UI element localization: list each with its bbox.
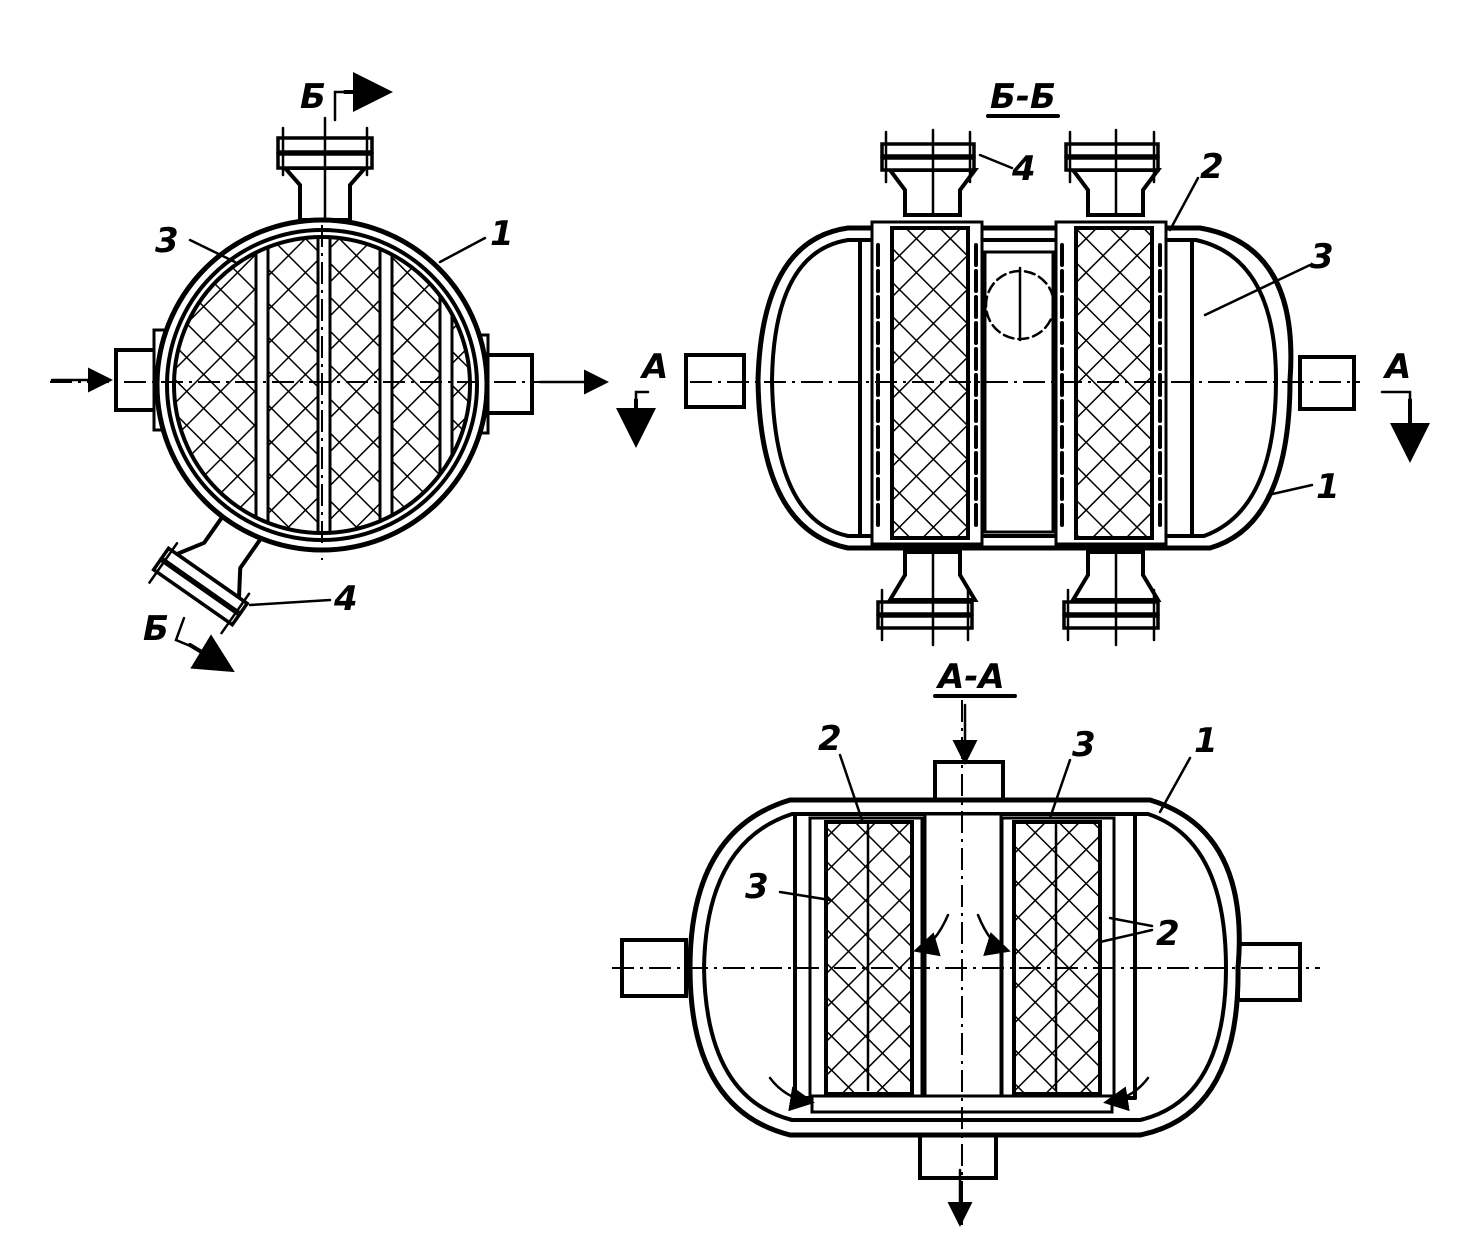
bb-label-3: 3 <box>1310 237 1334 277</box>
front-label-4: 4 <box>333 579 358 619</box>
aa-label-1: 1 <box>1194 721 1218 761</box>
section-aa-title: А-А <box>935 657 1005 697</box>
section-aa: А-А <box>612 657 1320 1227</box>
aa-label-2: 2 <box>818 719 842 759</box>
front-label-3: 3 <box>155 221 179 261</box>
aa-right-nozzle <box>1236 942 1302 1002</box>
bb-bottom-nozzles <box>876 546 1162 647</box>
aa-label-2-right: 2 <box>1156 914 1180 954</box>
cut-mark-a-left: А <box>639 347 668 387</box>
aa-label-3-top: 3 <box>1072 725 1096 765</box>
aa-label-3-left: 3 <box>745 867 769 907</box>
bb-label-4: 4 <box>1011 149 1036 189</box>
section-bb: Б-Б <box>616 77 1430 647</box>
front-label-1: 1 <box>490 214 514 254</box>
cut-mark-b-top: Б <box>300 77 326 117</box>
bb-top-nozzles <box>880 128 1162 217</box>
cut-mark-a-right: А <box>1382 347 1411 387</box>
cut-mark-b-bottom: Б <box>143 609 169 649</box>
section-bb-title: Б-Б <box>990 77 1056 117</box>
bb-label-2: 2 <box>1200 147 1224 187</box>
bb-label-1: 1 <box>1316 467 1340 507</box>
front-view: Б Б 3 1 4 <box>50 72 609 673</box>
front-bottom-nozzle <box>148 507 266 635</box>
front-top-nozzle <box>276 116 374 224</box>
